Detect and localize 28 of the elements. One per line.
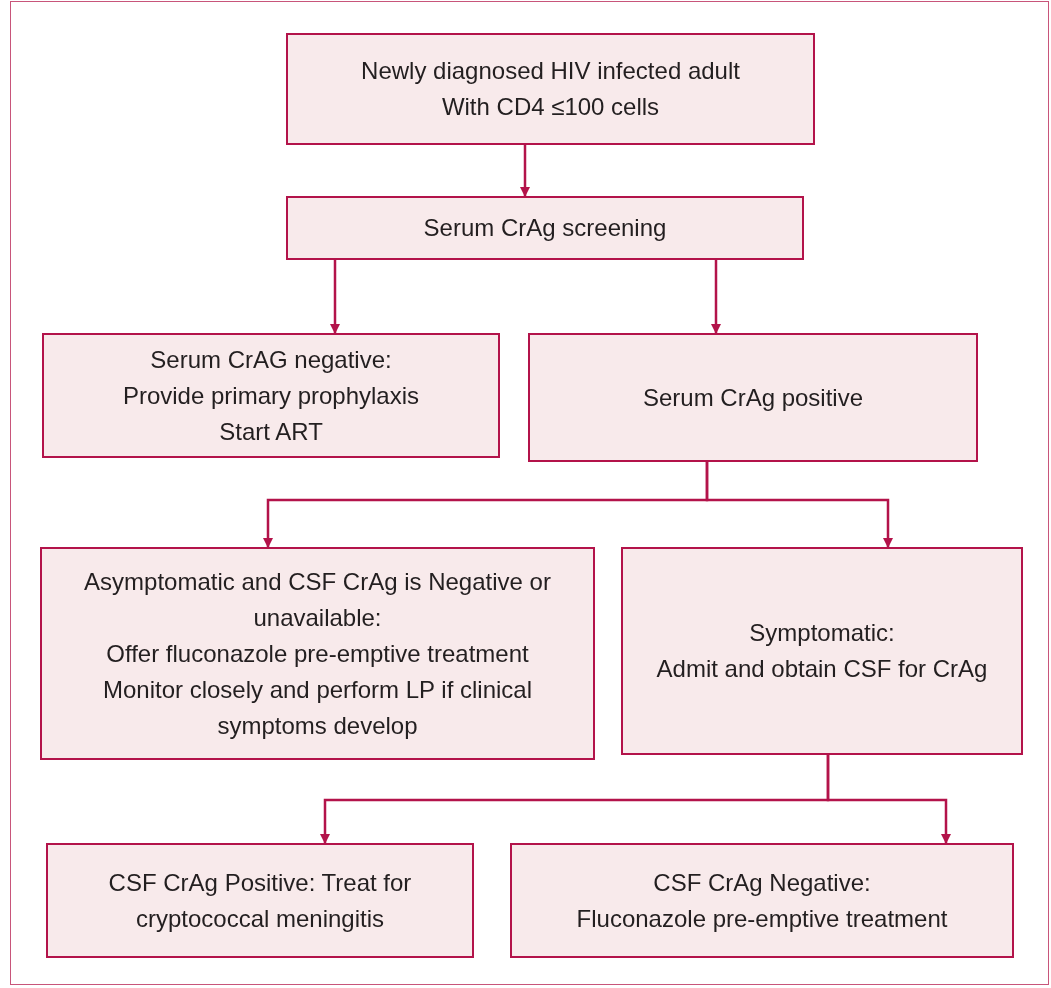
box-text: CSF CrAg Negative:	[653, 867, 871, 898]
process-box	[510, 843, 1014, 958]
arrow	[826, 755, 951, 844]
box-text: Monitor closely and perform LP if clinical symptoms develop	[101, 674, 534, 741]
box-text: Serum CrAg screening	[423, 213, 667, 243]
box-text: With CD4 ≤100 cells	[441, 92, 660, 122]
box-text: Start ART	[219, 416, 323, 447]
arrow	[711, 260, 721, 334]
arrow	[520, 145, 530, 197]
process-box	[286, 33, 815, 145]
process-box	[46, 843, 474, 958]
box-text: Offer fluconazole pre-emptive treatment	[106, 638, 529, 669]
arrow	[330, 260, 340, 334]
process-box	[528, 333, 978, 462]
box-text: Newly diagnosed HIV infected adult	[361, 56, 740, 86]
process-box	[42, 333, 500, 458]
box-text: Asymptomatic and CSF CrAg is Negative or unavailable:	[83, 566, 552, 633]
box-text: Serum CrAG negative:	[150, 344, 392, 375]
process-box	[40, 547, 595, 760]
box-text: Provide primary prophylaxis	[122, 380, 420, 411]
process-box	[286, 196, 804, 260]
box-text: Fluconazole pre-emptive treatment	[576, 903, 948, 934]
box-text: CSF CrAg Positive: Treat for cryptococcal meningitis	[107, 867, 413, 934]
box-text: Symptomatic:	[749, 618, 895, 648]
process-box	[621, 547, 1023, 755]
arrow	[705, 462, 893, 548]
box-text: Admit and obtain CSF for CrAg	[656, 654, 988, 684]
box-text: Serum CrAg positive	[642, 382, 864, 413]
